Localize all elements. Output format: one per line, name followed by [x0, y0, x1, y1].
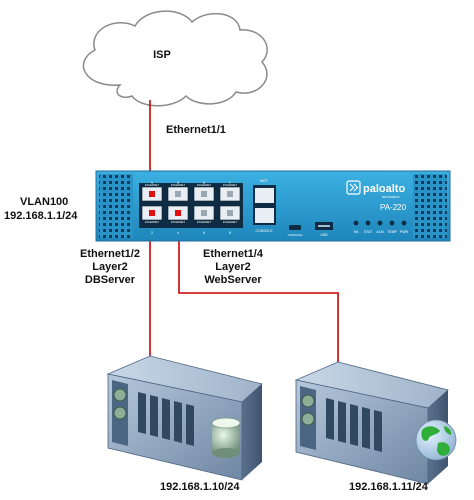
brand-subtitle: NETWORKS: [382, 195, 399, 199]
port-led-5: [201, 191, 207, 197]
right-vent: [413, 174, 447, 238]
cloud-label: ISP: [153, 49, 171, 61]
port-tag-8: ETHERNET: [223, 220, 237, 224]
port-led-3: [175, 191, 181, 197]
port-number-7: 7: [229, 181, 231, 185]
port-tag-7: ETHERNET: [223, 183, 237, 187]
led-label-pwr: PWR: [400, 230, 409, 234]
port-led-7: [227, 191, 233, 197]
usb-port-slot: [318, 225, 330, 227]
vlan-address: 192.168.1.1/24: [4, 210, 78, 222]
db-server: [106, 355, 263, 481]
led-ha: [353, 220, 359, 226]
db-link-mode: Layer2: [92, 261, 128, 273]
db-server-ip: 192.168.1.10/24: [160, 481, 240, 493]
isp-cloud: ISP: [82, 10, 268, 107]
led-stat: [365, 220, 371, 226]
web-server-fan-bottom: [301, 412, 315, 426]
port-tag-1: ETHERNET: [145, 183, 159, 187]
uplink-label: Ethernet1/1: [166, 124, 226, 136]
db-link-interface: Ethernet1/2: [80, 248, 140, 260]
led-temp: [389, 220, 395, 226]
port-number-6: 6: [203, 231, 205, 235]
web-server: [294, 361, 457, 485]
console-label: CONSOLE: [255, 229, 273, 233]
console-port: [255, 208, 274, 223]
port-tag-4: ETHERNET: [171, 220, 185, 224]
port-led-8: [227, 210, 233, 216]
ethernet-ports: ETHERNET1ETHERNET2ETHERNET3ETHERNET4ETHE…: [139, 181, 243, 235]
paloalto-logo-icon: [346, 180, 361, 195]
cloud-outline: [82, 10, 268, 107]
port-led-2: [149, 210, 155, 216]
db-link-label: Ethernet1/2 Layer2 DBServer: [75, 248, 145, 287]
web-link-line: [178, 218, 339, 362]
port-led-6: [201, 210, 207, 216]
firewall: ETHERNET1ETHERNET2ETHERNET3ETHERNET4ETHE…: [95, 170, 451, 242]
led-label-alm: ALM: [376, 230, 383, 234]
port-number-4: 4: [177, 231, 179, 235]
micro-console-label: CONSOLE: [288, 233, 303, 237]
micro-console-port: [289, 225, 301, 230]
web-link-interface: Ethernet1/4: [203, 248, 263, 260]
globe-icon: [415, 419, 457, 461]
led-pwr: [401, 220, 407, 226]
port-number-3: 3: [177, 181, 179, 185]
left-vent: [99, 174, 133, 238]
port-number-2: 2: [151, 231, 153, 235]
web-link-label: Ethernet1/4 Layer2 WebServer: [198, 248, 268, 287]
port-tag-6: ETHERNET: [197, 220, 211, 224]
db-server-side: [242, 384, 262, 480]
db-server-bays: [138, 392, 194, 446]
mgt-port: [255, 188, 274, 203]
web-server-bays: [326, 398, 382, 452]
model-label: PA-220: [380, 203, 407, 212]
led-label-ha: HA: [354, 230, 360, 234]
port-number-5: 5: [203, 181, 205, 185]
vlan-name: VLAN100: [20, 196, 69, 208]
web-server-ip: 192.168.1.11/24: [349, 481, 428, 493]
db-server-fan-bottom: [113, 406, 127, 420]
usb-label: USB: [320, 233, 328, 237]
db-server-fan-top: [113, 388, 127, 402]
web-server-fan-top: [301, 394, 315, 408]
port-tag-2: ETHERNET: [145, 220, 159, 224]
port-tag-5: ETHERNET: [197, 183, 211, 187]
port-led-4: [175, 210, 181, 216]
mgt-label: MGT: [260, 179, 269, 183]
web-link-zone: WebServer: [204, 274, 262, 286]
web-link-mode: Layer2: [215, 261, 251, 273]
db-link-zone: DBServer: [84, 274, 136, 286]
brand-name: paloalto: [363, 183, 405, 195]
port-tag-3: ETHERNET: [171, 183, 185, 187]
port-led-1: [149, 191, 155, 197]
led-label-temp: TEMP: [387, 230, 397, 234]
database-icon: [211, 417, 241, 458]
port-number-8: 8: [229, 231, 231, 235]
led-label-stat: STAT: [364, 230, 373, 234]
port-number-1: 1: [151, 181, 153, 185]
led-alm: [377, 220, 383, 226]
